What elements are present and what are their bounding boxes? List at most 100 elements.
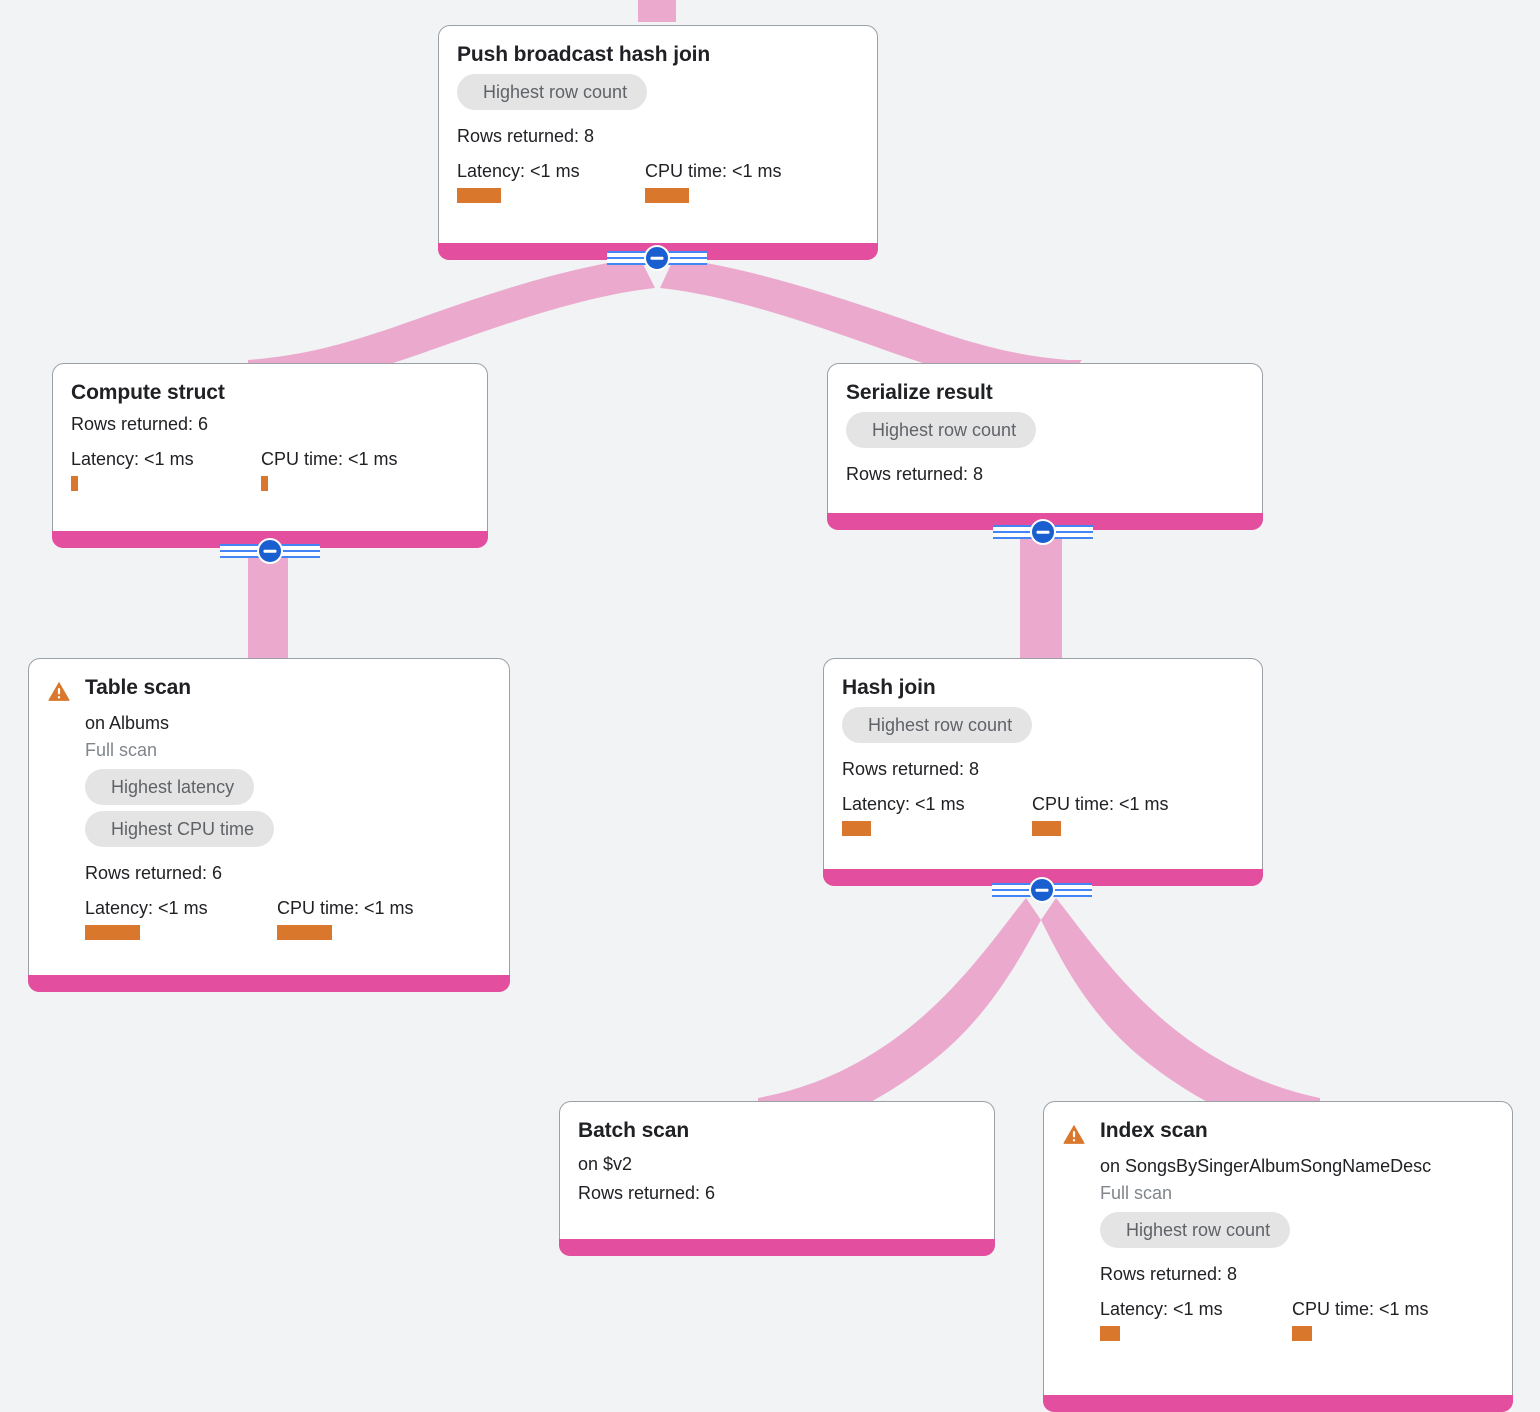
latency-label: Latency: <1 ms — [457, 161, 580, 181]
plan-node-table-scan[interactable]: Table scan on Albums Full scan Highest l… — [28, 658, 510, 992]
latency-label: Latency: <1 ms — [71, 449, 194, 469]
plan-node-compute-struct[interactable]: Compute struct Rows returned: 6 Latency:… — [52, 363, 488, 548]
cpu-bar — [1032, 821, 1061, 836]
node-accent-bar — [1043, 1395, 1513, 1412]
chip-highest-row-count: Highest row count — [457, 74, 648, 110]
latency-bar — [85, 925, 140, 940]
plan-node-push-broadcast-hash-join[interactable]: Push broadcast hash join Highest row cou… — [438, 25, 878, 260]
collapse-toggle-compute-struct[interactable] — [220, 536, 320, 566]
node-title: Serialize result — [846, 381, 993, 404]
chip-highest-row-count: Highest row count — [846, 412, 1037, 448]
cpu-metric: CPU time: <1 ms — [277, 897, 414, 940]
rows-returned: Rows returned: 6 — [85, 863, 223, 883]
node-detail-block: on SongsBySingerAlbumSongNameDesc Full s… — [1062, 1154, 1494, 1341]
node-title: Compute struct — [71, 381, 225, 404]
cpu-metric: CPU time: <1 ms — [261, 448, 398, 491]
latency-bar — [457, 188, 501, 203]
rows-returned: Rows returned: 8 — [1100, 1264, 1238, 1284]
plan-node-batch-scan[interactable]: Batch scan on $v2 Rows returned: 6 — [559, 1101, 995, 1256]
rows-returned: Rows returned: 6 — [71, 414, 209, 434]
cpu-label: CPU time: <1 ms — [277, 898, 414, 918]
node-metrics: Latency: <1 ms CPU time: <1 ms — [842, 793, 1244, 836]
cpu-bar — [1292, 1326, 1312, 1341]
collapse-toggle-push-broadcast-hash-join[interactable] — [607, 243, 707, 273]
cpu-bar — [261, 476, 268, 491]
node-accent-bar — [28, 975, 510, 992]
latency-metric: Latency: <1 ms — [85, 897, 277, 940]
node-chips: Highest row count — [842, 707, 1244, 749]
chip-highest-cpu-time: Highest CPU time — [85, 811, 275, 847]
node-chips: Highest row count — [846, 412, 1244, 454]
node-chips: Highest row count — [457, 74, 859, 116]
cpu-metric: CPU time: <1 ms — [1292, 1298, 1429, 1341]
node-metrics: Latency: <1 ms CPU time: <1 ms — [85, 897, 491, 940]
scan-target: on SongsBySingerAlbumSongNameDesc — [1100, 1156, 1432, 1176]
node-chips: Highest row count — [1100, 1212, 1494, 1254]
scan-type: Full scan — [1100, 1183, 1173, 1203]
node-header: Table scan — [47, 675, 491, 703]
chip-highest-latency: Highest latency — [85, 769, 255, 805]
node-body: Index scan on SongsBySingerAlbumSongName… — [1044, 1102, 1512, 1355]
cpu-label: CPU time: <1 ms — [645, 161, 782, 181]
warning-icon — [1063, 1124, 1085, 1144]
minus-circle-icon[interactable] — [1029, 877, 1055, 903]
node-metrics: Latency: <1 ms CPU time: <1 ms — [457, 160, 859, 203]
minus-circle-icon[interactable] — [257, 538, 283, 564]
node-header: Index scan — [1062, 1118, 1494, 1146]
scan-target: on $v2 — [578, 1154, 633, 1174]
node-body: Table scan on Albums Full scan Highest l… — [29, 659, 509, 954]
latency-metric: Latency: <1 ms — [842, 793, 1032, 836]
node-title: Table scan — [85, 676, 191, 699]
node-metrics: Latency: <1 ms CPU time: <1 ms — [1100, 1298, 1494, 1341]
latency-metric: Latency: <1 ms — [1100, 1298, 1292, 1341]
plan-node-index-scan[interactable]: Index scan on SongsBySingerAlbumSongName… — [1043, 1101, 1513, 1412]
node-title: Hash join — [842, 676, 936, 699]
rows-returned: Rows returned: 8 — [457, 126, 595, 146]
latency-bar — [1100, 1326, 1120, 1341]
node-body: Push broadcast hash join Highest row cou… — [439, 26, 877, 217]
node-header: Batch scan — [578, 1118, 976, 1144]
minus-circle-icon[interactable] — [644, 245, 670, 271]
latency-bar — [842, 821, 871, 836]
edge-compute-struct-to-table-scan — [248, 550, 288, 660]
cpu-metric: CPU time: <1 ms — [645, 160, 782, 203]
node-accent-bar — [559, 1239, 995, 1256]
edge-serialize-result-to-hash-join — [1020, 532, 1062, 660]
node-title: Push broadcast hash join — [457, 43, 711, 66]
cpu-metric: CPU time: <1 ms — [1032, 793, 1169, 836]
cpu-label: CPU time: <1 ms — [1292, 1299, 1429, 1319]
collapse-toggle-serialize-result[interactable] — [993, 517, 1093, 547]
latency-metric: Latency: <1 ms — [457, 160, 645, 203]
node-body: Serialize result Highest row count Rows … — [828, 364, 1262, 500]
node-body: Compute struct Rows returned: 6 Latency:… — [53, 364, 487, 505]
scan-target: on Albums — [85, 713, 170, 733]
latency-label: Latency: <1 ms — [842, 794, 965, 814]
node-title: Index scan — [1100, 1119, 1208, 1142]
plan-node-hash-join[interactable]: Hash join Highest row count Rows returne… — [823, 658, 1263, 886]
cpu-label: CPU time: <1 ms — [1032, 794, 1169, 814]
node-chips: Highest latency Highest CPU time — [85, 769, 491, 853]
node-detail-block: on Albums Full scan Highest latency High… — [47, 711, 491, 940]
rows-returned: Rows returned: 8 — [842, 759, 980, 779]
node-body: Batch scan on $v2 Rows returned: 6 — [560, 1102, 994, 1219]
node-metrics: Latency: <1 ms CPU time: <1 ms — [71, 448, 469, 491]
node-title: Batch scan — [578, 1119, 690, 1142]
latency-label: Latency: <1 ms — [85, 898, 208, 918]
chip-highest-row-count: Highest row count — [842, 707, 1033, 743]
node-body: Hash join Highest row count Rows returne… — [824, 659, 1262, 850]
node-header: Push broadcast hash join — [457, 42, 859, 68]
cpu-bar — [645, 188, 689, 203]
chip-highest-row-count: Highest row count — [1100, 1212, 1291, 1248]
minus-circle-icon[interactable] — [1030, 519, 1056, 545]
plan-node-serialize-result[interactable]: Serialize result Highest row count Rows … — [827, 363, 1263, 530]
warning-icon — [48, 681, 70, 701]
latency-metric: Latency: <1 ms — [71, 448, 261, 491]
node-header: Hash join — [842, 675, 1244, 701]
rows-returned: Rows returned: 8 — [846, 464, 984, 484]
node-header: Compute struct — [71, 380, 469, 406]
cpu-label: CPU time: <1 ms — [261, 449, 398, 469]
latency-label: Latency: <1 ms — [1100, 1299, 1223, 1319]
scan-type: Full scan — [85, 740, 158, 760]
collapse-toggle-hash-join[interactable] — [992, 875, 1092, 905]
